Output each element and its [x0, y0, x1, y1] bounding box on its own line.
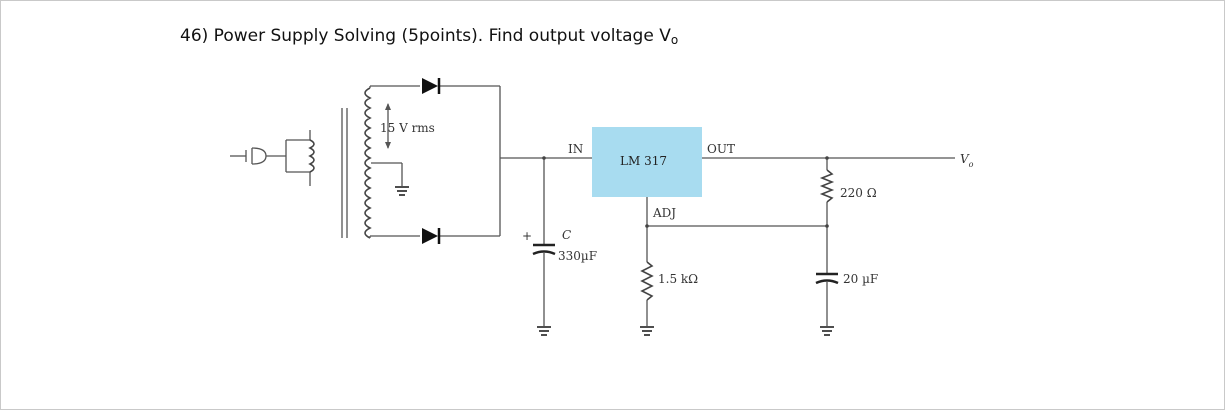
output-voltage-main: V: [960, 152, 970, 166]
regulator-out-label: OUT: [707, 142, 735, 156]
output-voltage-label: Vo: [960, 152, 974, 169]
filter-capacitor-polarity: +: [522, 229, 532, 243]
question-title: 46) Power Supply Solving (5points). Find…: [180, 26, 678, 47]
adj-capacitor-ground-icon: [820, 326, 834, 336]
filter-capacitor-value: 330µF: [558, 249, 597, 263]
transformer-core-icon: [341, 108, 348, 238]
question-text: 46) Power Supply Solving (5points). Find…: [180, 26, 671, 46]
question-subscript: o: [670, 33, 679, 47]
center-tap-wiring: [371, 162, 403, 186]
diode-top-icon: [422, 78, 441, 94]
regulator-block: [592, 127, 702, 197]
voltage-arrow-icon: [385, 103, 391, 149]
transformer-voltage-label: 15 V rms: [380, 121, 435, 135]
transformer-secondary-coil-icon: [364, 87, 372, 239]
regulator-name: LM 317: [620, 154, 667, 168]
resistor-r2-value: 1.5 kΩ: [658, 272, 698, 286]
primary-wiring: [286, 130, 311, 186]
regulator-adj-label: ADJ: [652, 206, 676, 220]
regulator-in-label: IN: [568, 142, 583, 156]
center-tap-ground-icon: [395, 186, 409, 196]
ac-plug-icon: [230, 140, 287, 172]
resistor-r1-value: 220 Ω: [840, 186, 877, 200]
diode-bottom-icon: [422, 228, 441, 244]
adj-capacitor-icon: [815, 272, 839, 285]
junction-dot: [542, 156, 546, 160]
filter-capacitor-icon: [532, 243, 556, 256]
adj-capacitor-value: 20 µF: [843, 272, 878, 286]
junction-dot: [825, 224, 829, 228]
filter-capacitor-symbol: C: [562, 228, 571, 242]
resistor-r1-icon: [819, 169, 835, 203]
junction-dot: [645, 224, 649, 228]
resistor-r2-ground-icon: [640, 326, 654, 336]
output-voltage-sub: o: [969, 160, 974, 169]
resistor-r2-icon: [640, 261, 654, 301]
transformer-primary-coil-icon: [308, 139, 315, 173]
junction-dot: [825, 156, 829, 160]
filter-capacitor-ground-icon: [537, 326, 551, 336]
rectifier-wiring: [369, 85, 501, 238]
